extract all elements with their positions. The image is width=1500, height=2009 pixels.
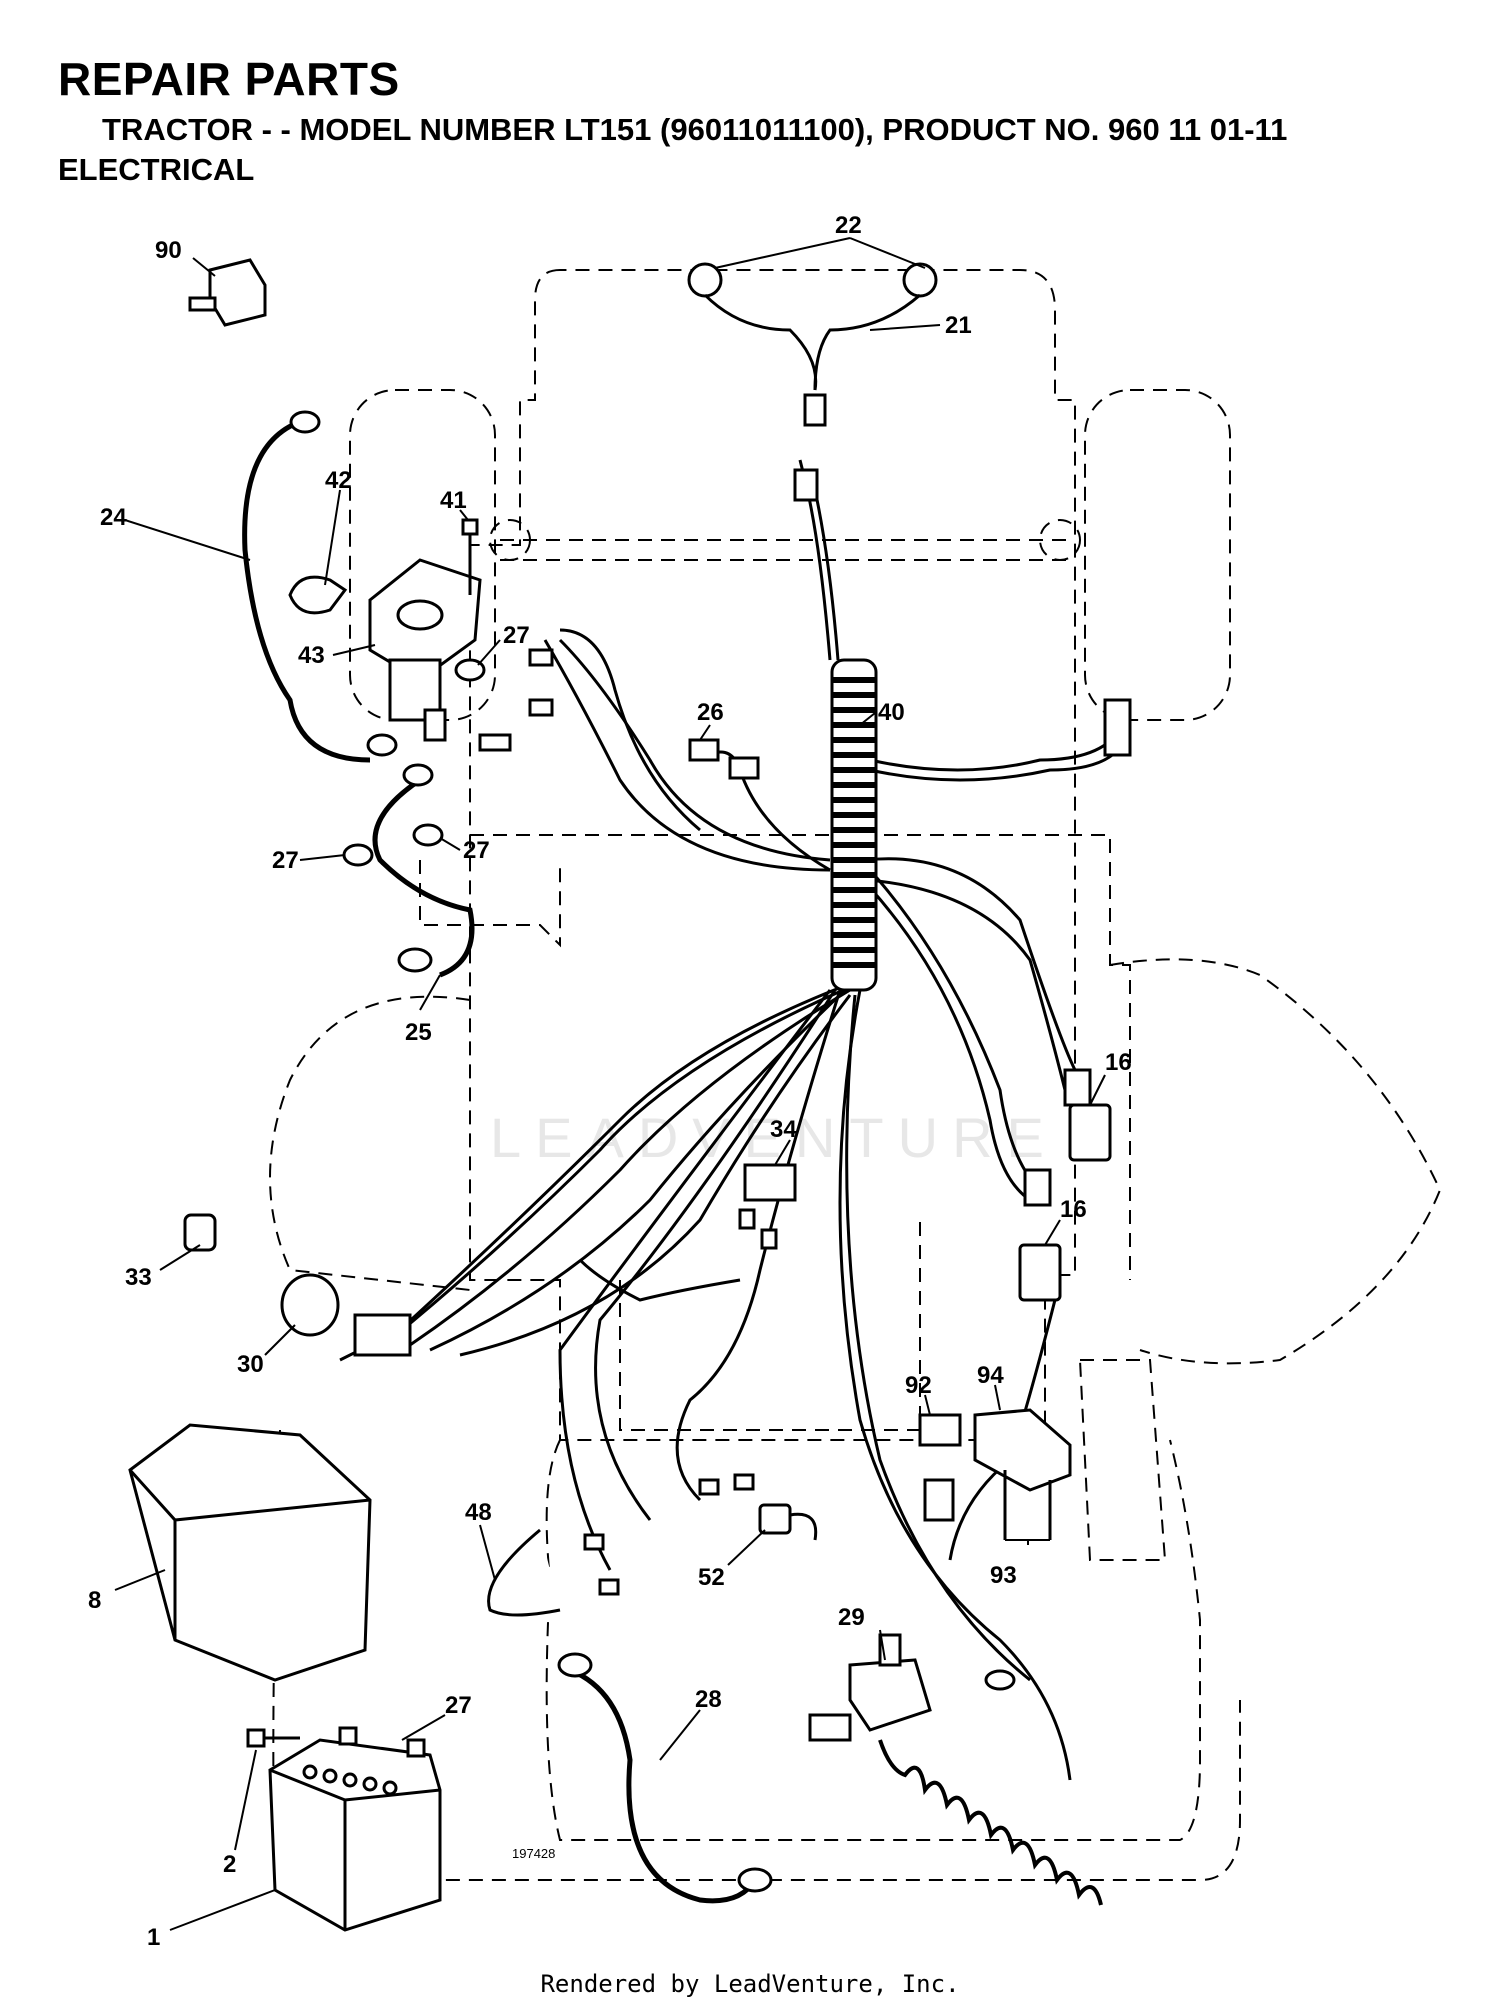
drawing-number: 197428 bbox=[512, 1846, 555, 1861]
callout-94: 94 bbox=[977, 1362, 1004, 1389]
headlight-harness-21 bbox=[703, 293, 921, 391]
part-1-battery bbox=[268, 1738, 442, 1932]
callout-40: 40 bbox=[878, 699, 905, 726]
callout-48: 48 bbox=[465, 1499, 492, 1526]
part-52-fuse bbox=[758, 1503, 792, 1535]
battery-cables bbox=[242, 417, 758, 1904]
callout-2: 2 bbox=[223, 1851, 236, 1878]
part-29-switch bbox=[848, 1658, 932, 1732]
part-48-wire bbox=[487, 1528, 561, 1617]
footer-credit: Rendered by LeadVenture, Inc. bbox=[540, 1970, 960, 1998]
part-8-battery-tray bbox=[128, 1423, 372, 1682]
callout-28: 28 bbox=[695, 1686, 722, 1713]
callout-24: 24 bbox=[100, 504, 127, 531]
callout-41: 41 bbox=[440, 487, 467, 514]
callout-90: 90 bbox=[155, 237, 182, 264]
section-title: ELECTRICAL bbox=[58, 152, 255, 187]
wiring-harness bbox=[339, 459, 1127, 1781]
callout-29: 29 bbox=[838, 1604, 865, 1631]
part-34-switch bbox=[743, 1163, 797, 1202]
part-92-relay bbox=[918, 1413, 962, 1447]
part-90-shape bbox=[208, 258, 267, 327]
components bbox=[128, 258, 1132, 1932]
part-16-switch-b bbox=[1018, 1243, 1062, 1302]
part-33-key bbox=[183, 1213, 217, 1252]
callout-21: 21 bbox=[945, 312, 972, 339]
ring-terminals bbox=[289, 410, 1016, 1893]
callout-33: 33 bbox=[125, 1264, 152, 1291]
conduit-40 bbox=[830, 658, 878, 992]
callout-25: 25 bbox=[405, 1019, 432, 1046]
callout-42: 42 bbox=[325, 467, 352, 494]
callout-26: 26 bbox=[697, 699, 724, 726]
part-16-switch-a bbox=[1068, 1103, 1112, 1162]
callout-8: 8 bbox=[88, 1587, 101, 1614]
callout-34: 34 bbox=[770, 1116, 797, 1143]
model-number-line: TRACTOR - - MODEL NUMBER LT151 (96011011… bbox=[102, 112, 1288, 147]
callout-93: 93 bbox=[990, 1562, 1017, 1589]
part-30-ignition bbox=[280, 1273, 340, 1337]
callout-52: 52 bbox=[698, 1564, 725, 1591]
callout-16-a: 16 bbox=[1105, 1049, 1132, 1076]
leader-lines bbox=[114, 237, 1106, 1931]
callout-27-a: 27 bbox=[503, 622, 530, 649]
coiled-cable bbox=[878, 1739, 1103, 1906]
callout-16-b: 16 bbox=[1060, 1196, 1087, 1223]
callout-22: 22 bbox=[835, 212, 862, 239]
callout-labels: 90 22 21 24 42 41 43 27 26 40 27 27 25 1… bbox=[88, 212, 1132, 1951]
callout-27-b: 27 bbox=[272, 847, 299, 874]
part-94-module bbox=[973, 1408, 1072, 1492]
callout-30: 30 bbox=[237, 1351, 264, 1378]
callout-27-c: 27 bbox=[463, 837, 490, 864]
page-title: REPAIR PARTS bbox=[58, 53, 400, 105]
callout-27-d: 27 bbox=[445, 1692, 472, 1719]
callout-43: 43 bbox=[298, 642, 325, 669]
callout-1: 1 bbox=[147, 1924, 160, 1951]
callout-92: 92 bbox=[905, 1372, 932, 1399]
